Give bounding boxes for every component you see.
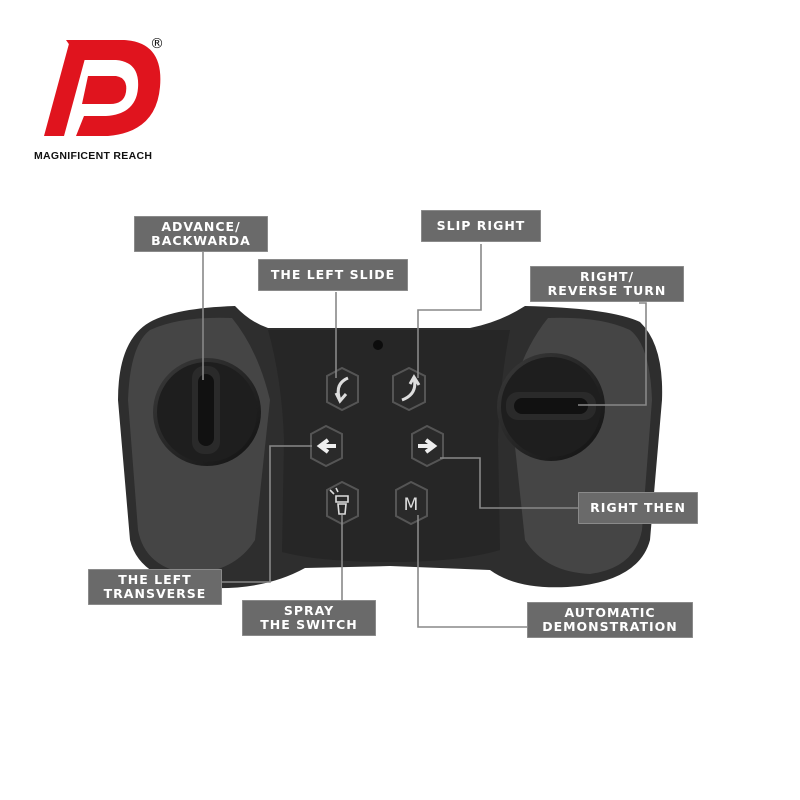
automatic-demo-button[interactable]: M [395, 480, 428, 526]
label-right-then: RIGHT THEN [578, 492, 698, 524]
left-slide-button[interactable] [326, 366, 359, 412]
brand-name: MAGNIFICENT REACH [34, 150, 153, 162]
slip-right-button[interactable] [392, 366, 426, 412]
spray-switch-button[interactable] [326, 480, 359, 526]
label-advance-backward: ADVANCE/ BACKWARDA [134, 216, 268, 252]
curve-left-arrow-icon [334, 376, 349, 404]
mode-m-icon: M [404, 495, 419, 515]
leader-lines [202, 244, 647, 628]
arrow-left-icon [316, 438, 336, 454]
curve-right-arrow-icon [401, 374, 421, 402]
right-then-button[interactable] [411, 424, 444, 468]
brand-logo-icon [44, 40, 161, 136]
label-right-reverse-turn: RIGHT/ REVERSE TURN [530, 266, 684, 302]
left-transverse-button[interactable] [310, 424, 343, 468]
indicator-led [373, 340, 383, 350]
label-spray-switch: SPRAY THE SWITCH [242, 600, 376, 636]
label-left-transverse: THE LEFT TRANSVERSE [88, 569, 222, 605]
spray-icon [329, 487, 349, 515]
right-joystick[interactable] [497, 353, 605, 461]
arrow-right-icon [418, 438, 438, 454]
left-joystick[interactable] [153, 358, 261, 466]
label-left-slide: THE LEFT SLIDE [258, 259, 408, 291]
label-slip-right: SLIP RIGHT [421, 210, 541, 242]
registered-mark: ® [150, 36, 164, 52]
label-automatic-demonstration: AUTOMATIC DEMONSTRATION [527, 602, 693, 638]
